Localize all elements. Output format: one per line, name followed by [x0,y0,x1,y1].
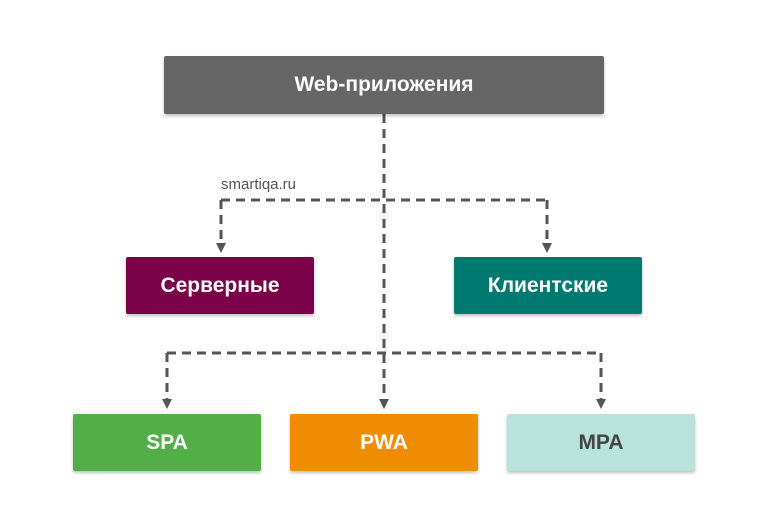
pwa-node-label: PWA [360,430,408,454]
server-node: Серверные [126,257,314,314]
root-node-label: Web-приложения [294,73,474,96]
watermark: smartiqa.ru [221,176,297,193]
server-node-label: Серверные [160,273,280,297]
spa-node: SPA [73,414,261,471]
spa-node-label: SPA [146,430,188,454]
client-node: Клиентские [454,257,642,314]
mpa-node-label: MPA [578,430,624,454]
root-node: Web-приложения [164,56,604,114]
mpa-node: MPA [507,414,695,471]
pwa-node: PWA [290,414,478,471]
client-node-label: Клиентские [487,273,609,297]
